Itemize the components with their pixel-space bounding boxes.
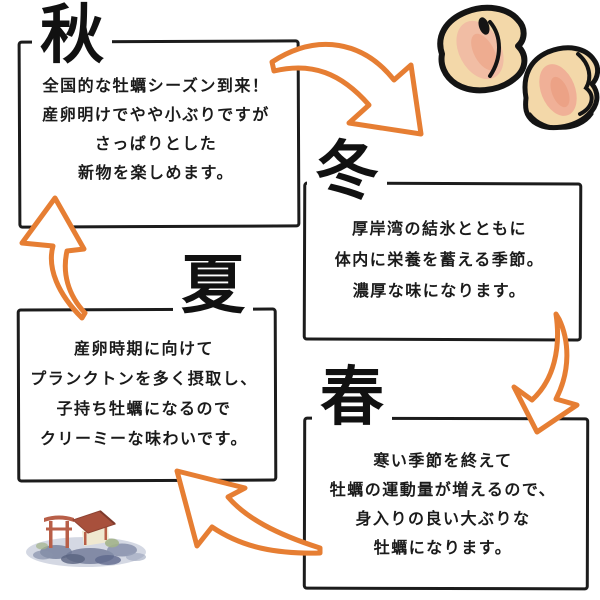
season-heading-winter: 冬 [307, 137, 387, 206]
season-description-spring: 寒い季節を終えて 牡蠣の運動量が増えるので、 身入りの良い大ぶりな 牡蠣になりま… [303, 447, 583, 563]
torii-gate [44, 515, 74, 548]
summer-line-4: クリーミーな味わいです。 [40, 431, 248, 448]
spring-line-4: 牡蠣になります。 [373, 540, 513, 557]
winter-line-3: 濃厚な味になります。 [352, 283, 527, 300]
spring-line-3: 身入りの良い大ぶりな [355, 511, 531, 528]
oyster-left [437, 4, 528, 94]
autumn-line-1: 全国的な牡蠣シーズン到来！ [42, 78, 270, 95]
autumn-line-2: 産卵明けでやや小ぶりですが [42, 107, 270, 124]
season-heading-summer: 夏 [173, 251, 253, 320]
season-heading-autumn: 秋 [32, 1, 112, 70]
season-description-winter: 厚岸湾の結氷とともに 体内に栄養を蓄える季節。 濃厚な味になります。 [303, 214, 576, 307]
oysters-illustration [437, 4, 600, 131]
season-description-summer: 産卵時期に向けて プランクトンを多く摂取し、 子持ち牡蠣になるので クリーミーな… [17, 335, 271, 455]
winter-line-2: 体内に栄養を蓄える季節。 [334, 252, 545, 269]
autumn-line-3: さっぱりとした [94, 136, 218, 153]
summer-line-3: 子持ち牡蠣になるので [56, 401, 232, 418]
spring-line-1: 寒い季節を終えて [373, 453, 513, 470]
season-heading-spring: 春 [312, 363, 392, 432]
autumn-line-4: 新物を楽しめます。 [78, 165, 234, 182]
arrow-spring-to-summer [174, 468, 323, 556]
spring-line-2: 牡蠣の運動量が増えるので、 [329, 482, 557, 499]
oyster-right [522, 45, 600, 131]
season-description-autumn: 全国的な牡蠣シーズン到来！ 産卵明けでやや小ぶりですが さっぱりとした 新物を楽… [18, 72, 294, 188]
summer-line-1: 産卵時期に向けて [73, 341, 214, 358]
winter-line-1: 厚岸湾の結氷とともに [351, 221, 527, 238]
summer-line-2: プランクトンを多く摂取し、 [30, 371, 258, 388]
shrine-illustration [26, 510, 146, 567]
shrine-building [72, 510, 119, 548]
